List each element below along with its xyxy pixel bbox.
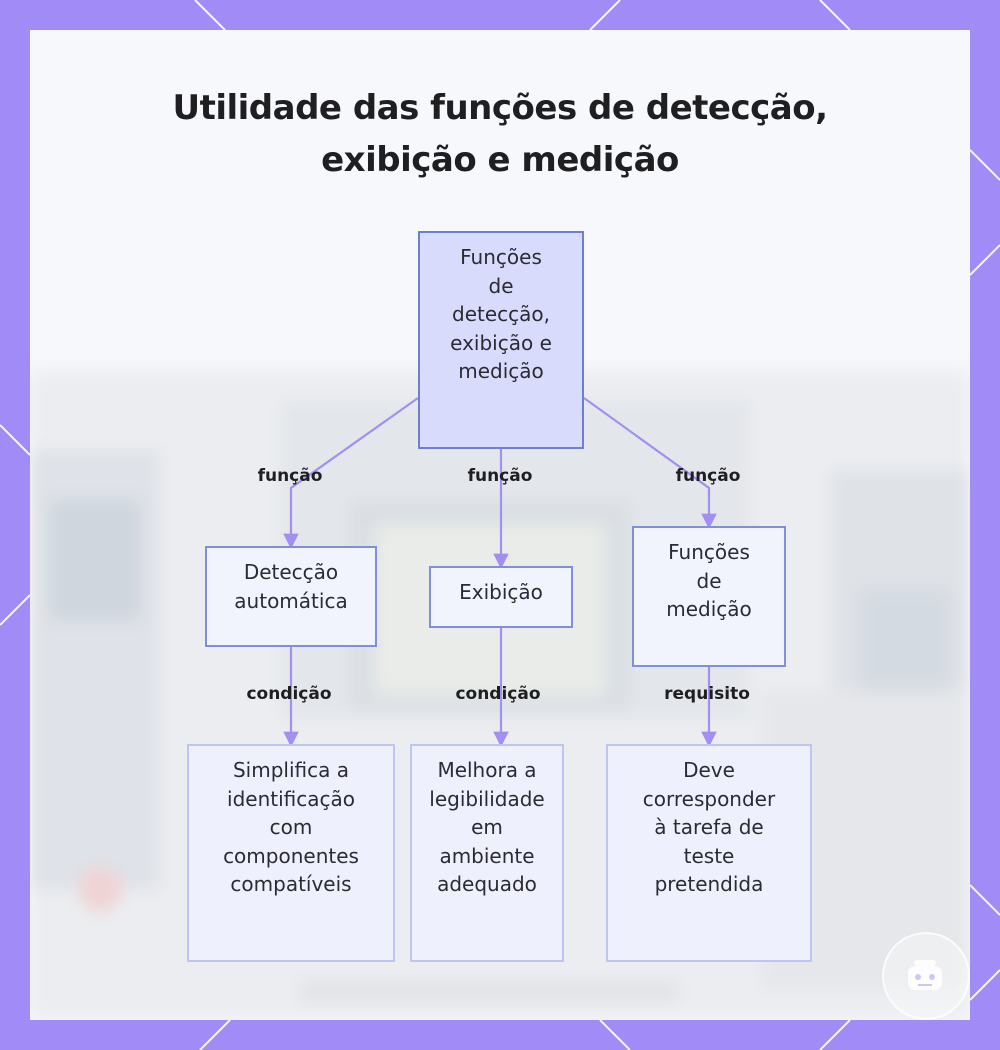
node-simplifies-line: compatíveis — [230, 872, 352, 896]
node-must-match-line: pretendida — [654, 872, 764, 896]
node-must-match: Deve corresponder à tarefa de teste pret… — [606, 744, 812, 962]
node-root-line: Funções — [460, 245, 542, 269]
edge-label-root-measurement: função — [675, 466, 741, 486]
edge-label-measurement-must-match: requisito — [664, 684, 750, 704]
node-root-line: medição — [458, 359, 544, 383]
node-improves-line: legibilidade — [429, 786, 545, 811]
node-simplifies-line: Simplifica a — [232, 758, 349, 782]
node-simplifies-line: componentes — [223, 843, 359, 868]
node-must-match-line: Deve — [683, 758, 735, 782]
node-measurement: Funções de medição — [632, 526, 786, 667]
node-must-match-line: corresponder — [642, 786, 776, 811]
node-display-line: Exibição — [459, 580, 543, 604]
node-root-line: exibição e — [450, 330, 552, 355]
node-must-match-line: à tarefa de — [654, 815, 764, 839]
edge-label-root-detection: função — [257, 466, 323, 486]
edge-root-measurement — [583, 397, 717, 530]
node-detection-line: Detecção — [243, 560, 339, 584]
edge-root-detection — [283, 397, 419, 550]
node-root-line: detecção, — [452, 302, 550, 326]
node-measurement-line: medição — [666, 597, 752, 621]
node-root-line: de — [488, 273, 514, 298]
edge-label-display-improves: condição — [455, 684, 541, 704]
title-line-1: Utilidade das funções de detecção, — [172, 88, 828, 128]
robot-icon — [908, 960, 942, 990]
logo-badge-icon — [882, 932, 970, 1020]
node-detection-line: automática — [234, 588, 348, 613]
node-simplifies-line: identificação — [227, 786, 355, 811]
node-display: Exibição — [429, 566, 573, 628]
node-improves-line: em — [471, 815, 503, 839]
node-measurement-line: Funções — [668, 540, 750, 564]
node-improves: Melhora a legibilidade em ambiente adequ… — [410, 744, 564, 962]
node-simplifies-line: com — [269, 815, 313, 839]
node-improves-line: Melhora a — [437, 758, 537, 782]
node-detection: Detecção automática — [205, 546, 377, 647]
node-improves-line: ambiente — [439, 843, 535, 868]
node-root: Funções de detecção, exibição e medição — [418, 231, 584, 449]
node-simplifies: Simplifica a identificação com component… — [187, 744, 395, 962]
node-must-match-line: teste — [683, 843, 735, 868]
title-line-2: exibição e medição — [321, 140, 679, 180]
diagram-title: Utilidade das funções de detecção, exibi… — [0, 82, 1000, 186]
edge-label-detection-simplifies: condição — [246, 684, 332, 704]
edge-label-root-display: função — [467, 466, 533, 486]
node-measurement-line: de — [696, 568, 722, 593]
node-improves-line: adequado — [437, 872, 537, 896]
